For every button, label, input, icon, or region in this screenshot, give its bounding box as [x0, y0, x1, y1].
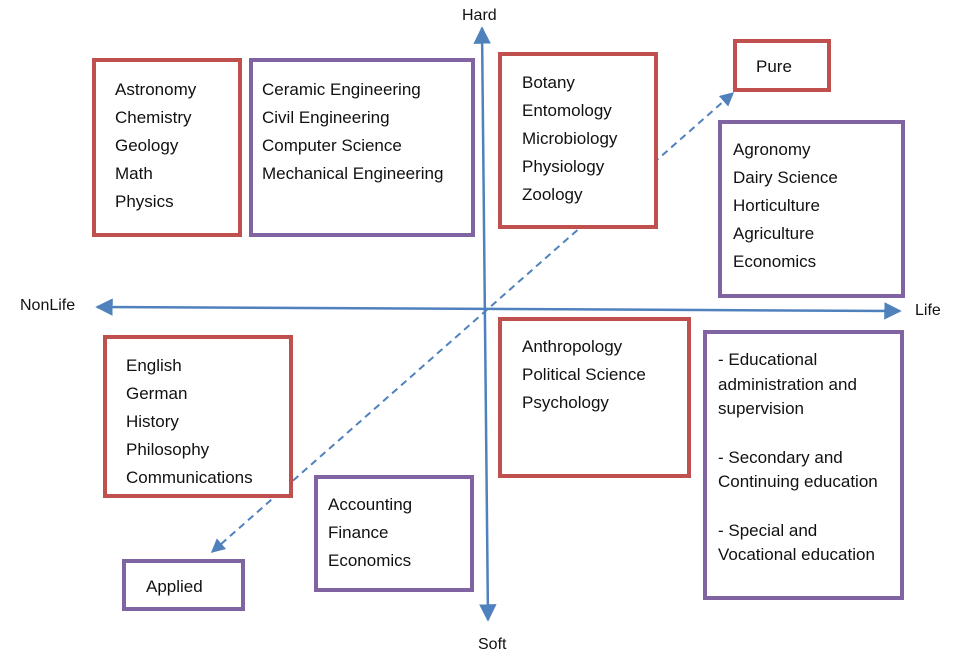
list-item: Anthropology — [522, 337, 623, 356]
list-item: English — [126, 356, 182, 375]
soft-life-applied-box: - Educational administration and supervi… — [703, 330, 904, 600]
list-item: Physiology — [522, 157, 605, 176]
hard-nonlife-applied-box: Ceramic Engineering Civil Engineering Co… — [249, 58, 475, 237]
list-item: Dairy Science — [733, 168, 838, 187]
list-item: Math — [115, 164, 153, 183]
list-item: Economics — [733, 252, 817, 271]
list-item: Entomology — [522, 101, 612, 120]
hard-nonlife-pure-box: Astronomy Chemistry Geology Math Physics — [92, 58, 242, 237]
soft-label: Soft — [478, 636, 507, 653]
list-item: Mechanical Engineering — [262, 164, 444, 183]
list-item: History — [126, 412, 179, 431]
list-item: Finance — [328, 523, 389, 542]
pure-label: Pure — [756, 57, 792, 76]
soft-life-pure-box: Anthropology Political Science Psycholog… — [498, 317, 691, 478]
program-item: - Secondary and Continuing education — [718, 447, 878, 492]
list-item: Horticulture — [733, 196, 820, 215]
list-item: Philosophy — [126, 440, 210, 459]
list-item: Chemistry — [115, 108, 192, 127]
list-item: Zoology — [522, 185, 583, 204]
list-item: Political Science — [522, 365, 646, 384]
list-item: Computer Science — [262, 136, 402, 155]
hard-life-pure-box: Botany Entomology Microbiology Physiolog… — [498, 52, 658, 229]
vertical-axis — [473, 26, 497, 622]
list-item: Psychology — [522, 393, 609, 412]
list-item: Astronomy — [115, 80, 197, 99]
horizontal-axis — [95, 298, 902, 320]
soft-nonlife-pure-box: English German History Philosophy Commun… — [103, 335, 293, 498]
life-label: Life — [915, 302, 941, 319]
list-item: Economics — [328, 551, 412, 570]
list-item: Physics — [115, 192, 174, 211]
list-item: German — [126, 384, 188, 403]
list-item: Agriculture — [733, 224, 815, 243]
list-item: Botany — [522, 73, 575, 92]
list-item: Agronomy — [733, 140, 811, 159]
program-item: - Educational administration and supervi… — [718, 350, 857, 418]
applied-label: Applied — [146, 577, 203, 596]
list-item: Microbiology — [522, 129, 618, 148]
list-item: Ceramic Engineering — [262, 80, 421, 99]
pure-label-box: Pure — [733, 39, 831, 92]
applied-label-box: Applied — [122, 559, 245, 611]
list-item: Communications — [126, 468, 253, 487]
list-item: Accounting — [328, 495, 413, 514]
soft-nonlife-applied-box: Accounting Finance Economics — [314, 475, 474, 592]
program-item: - Special and Vocational education — [718, 520, 875, 565]
nonlife-label: NonLife — [20, 297, 76, 314]
hard-label: Hard — [462, 7, 497, 24]
list-item: Geology — [115, 136, 179, 155]
hard-life-applied-box: Agronomy Dairy Science Horticulture Agri… — [718, 120, 905, 298]
list-item: Civil Engineering — [262, 108, 390, 127]
